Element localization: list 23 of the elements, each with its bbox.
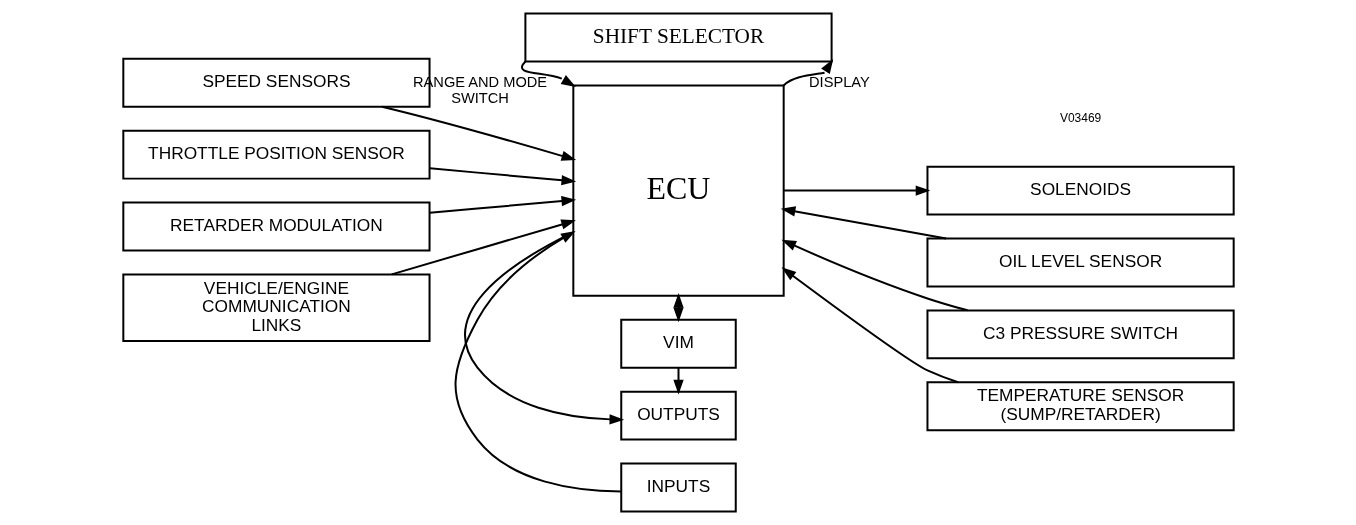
node-box: VEHICLE/ENGINE COMMUNICATION LINKS bbox=[121, 273, 431, 343]
node-box: SOLENOIDS bbox=[925, 165, 1235, 216]
node-box: SHIFT SELECTOR bbox=[523, 12, 833, 63]
edge-label: DISPLAY bbox=[808, 74, 870, 91]
arrow bbox=[454, 231, 622, 493]
node-box: TEMPERATURE SENSOR (SUMP/RETARDER) bbox=[925, 381, 1235, 432]
arrow bbox=[520, 60, 576, 87]
node-box: VIM bbox=[619, 318, 737, 369]
arrow bbox=[672, 293, 684, 323]
node-box: INPUTS bbox=[619, 462, 737, 513]
node-box: RETARDER MODULATION bbox=[121, 201, 431, 252]
arrow bbox=[428, 195, 576, 214]
label: V03469 bbox=[1059, 110, 1101, 125]
arrow bbox=[782, 58, 833, 87]
arrow bbox=[780, 206, 947, 240]
arrow bbox=[782, 185, 930, 196]
node-box: ECU bbox=[571, 84, 785, 297]
arrow bbox=[428, 167, 576, 186]
node-box: OIL LEVEL SENSOR bbox=[925, 237, 1235, 288]
node-box: OUTPUTS bbox=[619, 390, 737, 441]
arrow bbox=[463, 231, 624, 425]
node-box: THROTTLE POSITION SENSOR bbox=[121, 129, 431, 180]
node-box: C3 PRESSURE SWITCH bbox=[925, 309, 1235, 360]
